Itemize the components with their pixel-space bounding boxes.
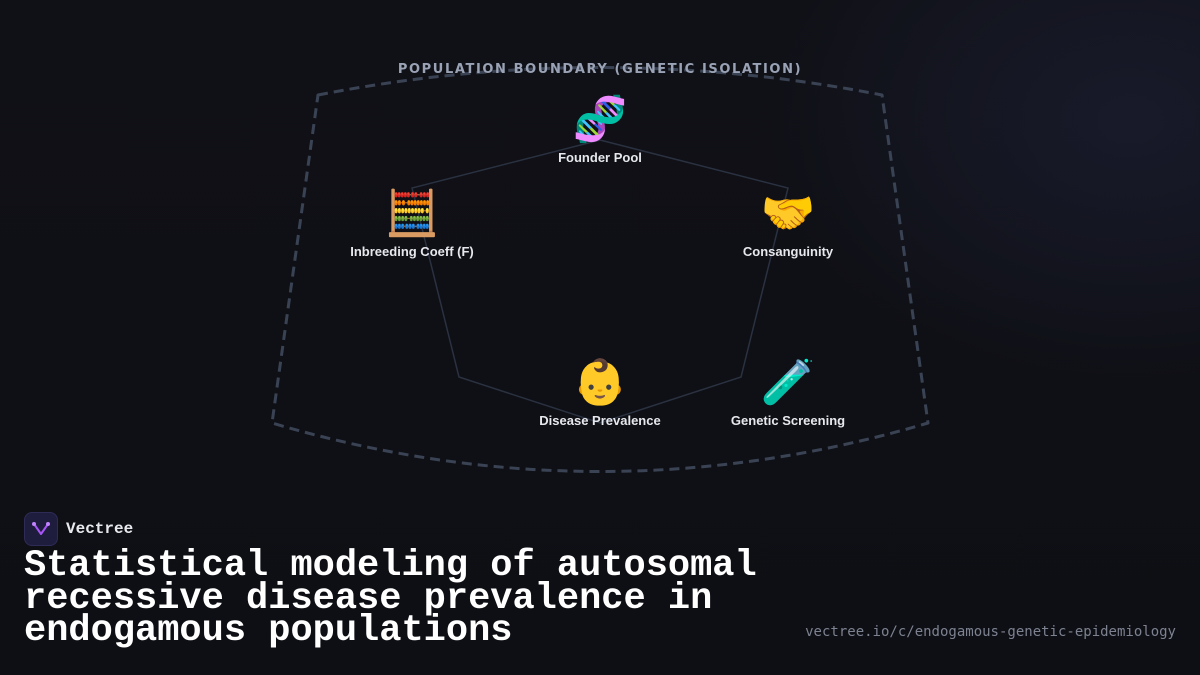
node-inbreeding-coeff: 🧮 Inbreeding Coeff (F) — [322, 188, 502, 259]
handshake-icon: 🤝 — [760, 189, 816, 238]
baby-icon: 👶 — [572, 358, 628, 407]
abacus-icon: 🧮 — [384, 189, 440, 238]
node-label: Disease Prevalence — [539, 413, 661, 428]
vectree-logo-icon — [24, 512, 58, 546]
brand: Vectree — [24, 512, 133, 546]
node-label: Consanguinity — [742, 244, 834, 259]
dna-icon: 🧬 — [572, 95, 628, 144]
boundary-label: POPULATION BOUNDARY (GENETIC ISOLATION) — [397, 62, 803, 77]
connector-polygon — [411, 139, 789, 424]
node-genetic-screening: 🧪 Genetic Screening — [698, 357, 878, 428]
node-label: Inbreeding Coeff (F) — [350, 244, 474, 259]
brand-name: Vectree — [66, 520, 134, 538]
node-disease-prevalence: 👶 Disease Prevalence — [510, 357, 690, 428]
test-tube-icon: 🧪 — [760, 358, 816, 407]
page-title: Statistical modeling of autosomal recess… — [24, 545, 757, 652]
node-consanguinity: 🤝 Consanguinity — [698, 188, 878, 259]
node-label: Genetic Screening — [730, 413, 846, 428]
page-url: vectree.io/c/endogamous-genetic-epidemio… — [805, 624, 1176, 640]
node-founder-pool: 🧬 Founder Pool — [510, 94, 690, 165]
population-boundary — [270, 66, 930, 473]
node-label: Founder Pool — [558, 150, 642, 165]
